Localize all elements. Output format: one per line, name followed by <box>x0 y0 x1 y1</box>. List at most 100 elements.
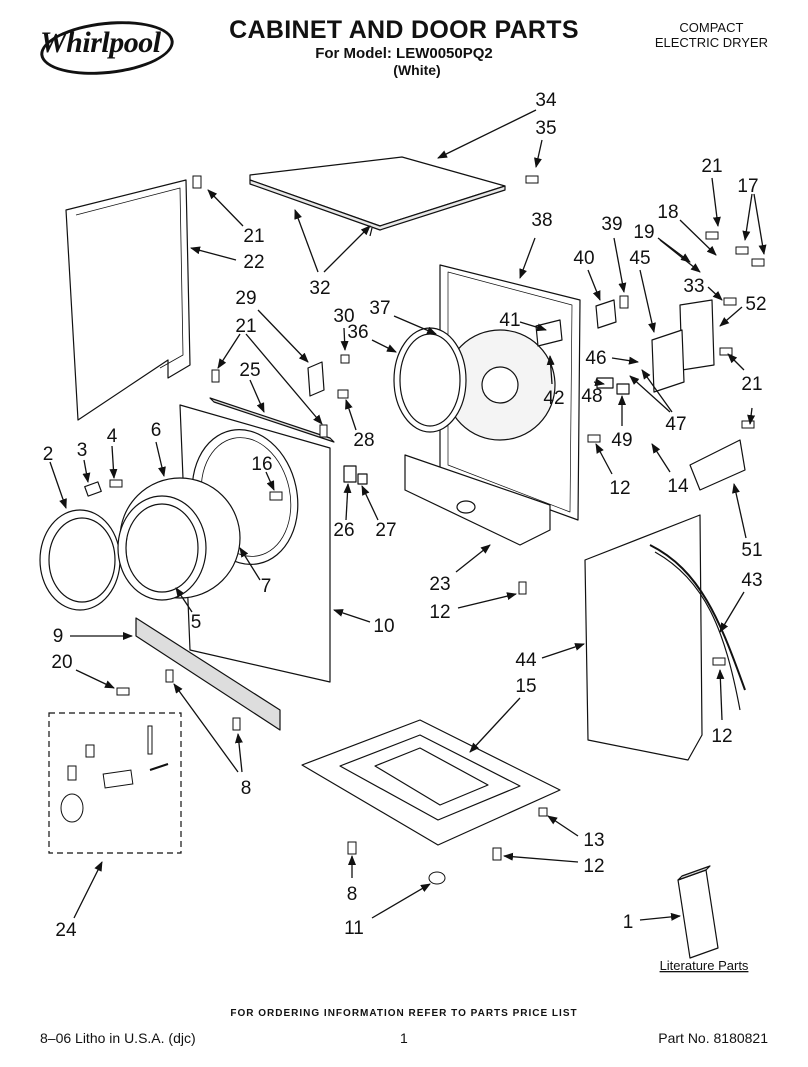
leader-17b <box>753 193 767 255</box>
callout-16: 16 <box>251 454 272 475</box>
litho-info: 8–06 Litho in U.S.A. (djc) <box>40 1030 196 1046</box>
callout-42: 42 <box>543 388 564 409</box>
callout-2: 2 <box>43 444 54 465</box>
ordering-notice: FOR ORDERING INFORMATION REFER TO PARTS … <box>230 1008 578 1019</box>
leader-32a <box>294 209 319 273</box>
leader-13 <box>547 815 579 837</box>
part-left-side-panel <box>65 179 191 421</box>
leader-52 <box>719 306 743 327</box>
part-door-assembly <box>117 477 241 601</box>
leader-2 <box>49 461 67 509</box>
leader-16 <box>265 471 275 491</box>
callout-6: 6 <box>151 420 162 441</box>
callout-28: 28 <box>353 430 374 451</box>
leader-10 <box>333 609 371 623</box>
leader-4 <box>109 445 118 479</box>
leader-47a <box>629 375 671 413</box>
part-top-panel <box>249 156 506 237</box>
leader-21-right-low <box>747 407 756 425</box>
leader-12-right-low <box>716 669 725 721</box>
leader-28 <box>345 399 357 431</box>
part-literature <box>677 865 719 959</box>
callout-41: 41 <box>499 310 520 331</box>
callout-52: 52 <box>745 294 766 315</box>
callout-39: 39 <box>601 214 622 235</box>
part-number: Part No. 8180821 <box>658 1030 768 1046</box>
callout-21-center: 21 <box>235 316 256 337</box>
part-front-panel <box>179 397 335 683</box>
callout-33: 33 <box>683 276 704 297</box>
callout-36: 36 <box>347 322 368 343</box>
leader-5 <box>175 587 193 613</box>
leader-38 <box>519 237 536 279</box>
leader-39 <box>613 237 627 293</box>
leader-37 <box>393 315 437 335</box>
callout-19: 19 <box>633 222 654 243</box>
callout-40: 40 <box>573 248 594 269</box>
callout-12-right-mid: 12 <box>609 478 630 499</box>
part-49 <box>616 383 630 395</box>
leader-41 <box>519 321 547 332</box>
product-type: COMPACT ELECTRIC DRYER <box>655 20 768 50</box>
callout-21-top-left: 21 <box>243 226 264 247</box>
callout-25: 25 <box>239 360 260 381</box>
leader-14 <box>651 443 671 473</box>
callout-43: 43 <box>741 570 762 591</box>
callout-12-center: 12 <box>429 602 450 623</box>
callout-30: 30 <box>333 306 354 327</box>
part-hinge-plate <box>84 481 102 497</box>
leader-21-right-top <box>711 177 721 227</box>
leader-7 <box>239 547 261 581</box>
callout-10: 10 <box>373 616 394 637</box>
leader-6 <box>155 441 166 477</box>
callout-49: 49 <box>611 430 632 451</box>
leader-12-center <box>457 592 517 609</box>
leader-40 <box>587 269 601 301</box>
leader-51 <box>732 483 747 539</box>
callout-8: 8 <box>241 778 252 799</box>
product-line-1: COMPACT <box>679 20 744 35</box>
leader-45 <box>639 269 656 333</box>
leader-29 <box>257 309 309 363</box>
callout-38: 38 <box>531 210 552 231</box>
page-number: 1 <box>400 1030 408 1046</box>
callout-14: 14 <box>667 476 689 497</box>
callout-7: 7 <box>261 576 272 597</box>
model-line: For Model: LEW0050PQ2 <box>315 45 493 62</box>
leader-32b <box>323 225 371 273</box>
leader-34 <box>437 109 537 159</box>
part-bulkhead-base <box>404 454 551 546</box>
literature-parts-label: Literature Parts <box>660 958 749 973</box>
callout-20: 20 <box>51 652 72 673</box>
callout-26: 26 <box>333 520 354 541</box>
part-wire-harness <box>649 544 746 691</box>
callout-48: 48 <box>581 386 602 407</box>
callout-44: 44 <box>515 650 537 671</box>
leader-12-right-mid <box>595 443 613 475</box>
callout-15: 15 <box>515 676 536 697</box>
leader-1 <box>639 912 681 921</box>
leader-8b <box>234 733 243 773</box>
callout-45: 45 <box>629 248 650 269</box>
leader-25 <box>249 379 265 413</box>
callout-23: 23 <box>429 574 450 595</box>
callout-35: 35 <box>535 118 556 139</box>
leader-17a <box>742 193 753 241</box>
callout-21-right-mid: 21 <box>741 374 762 395</box>
callout-51: 51 <box>741 540 762 561</box>
leader-8a <box>173 683 239 773</box>
leader-44 <box>541 643 585 659</box>
part-latch-strike <box>307 361 325 397</box>
callout-12-bottom: 12 <box>583 856 604 877</box>
callout-11: 11 <box>344 918 364 939</box>
leader-11 <box>371 883 431 919</box>
leader-33 <box>707 286 723 301</box>
leader-36 <box>371 339 397 353</box>
callout-8-bottom: 8 <box>347 884 358 905</box>
callout-37: 37 <box>369 298 390 319</box>
callout-21-right-top: 21 <box>701 156 722 177</box>
leader-18 <box>679 219 717 256</box>
callout-29: 29 <box>235 288 256 309</box>
leader-30 <box>340 327 349 351</box>
